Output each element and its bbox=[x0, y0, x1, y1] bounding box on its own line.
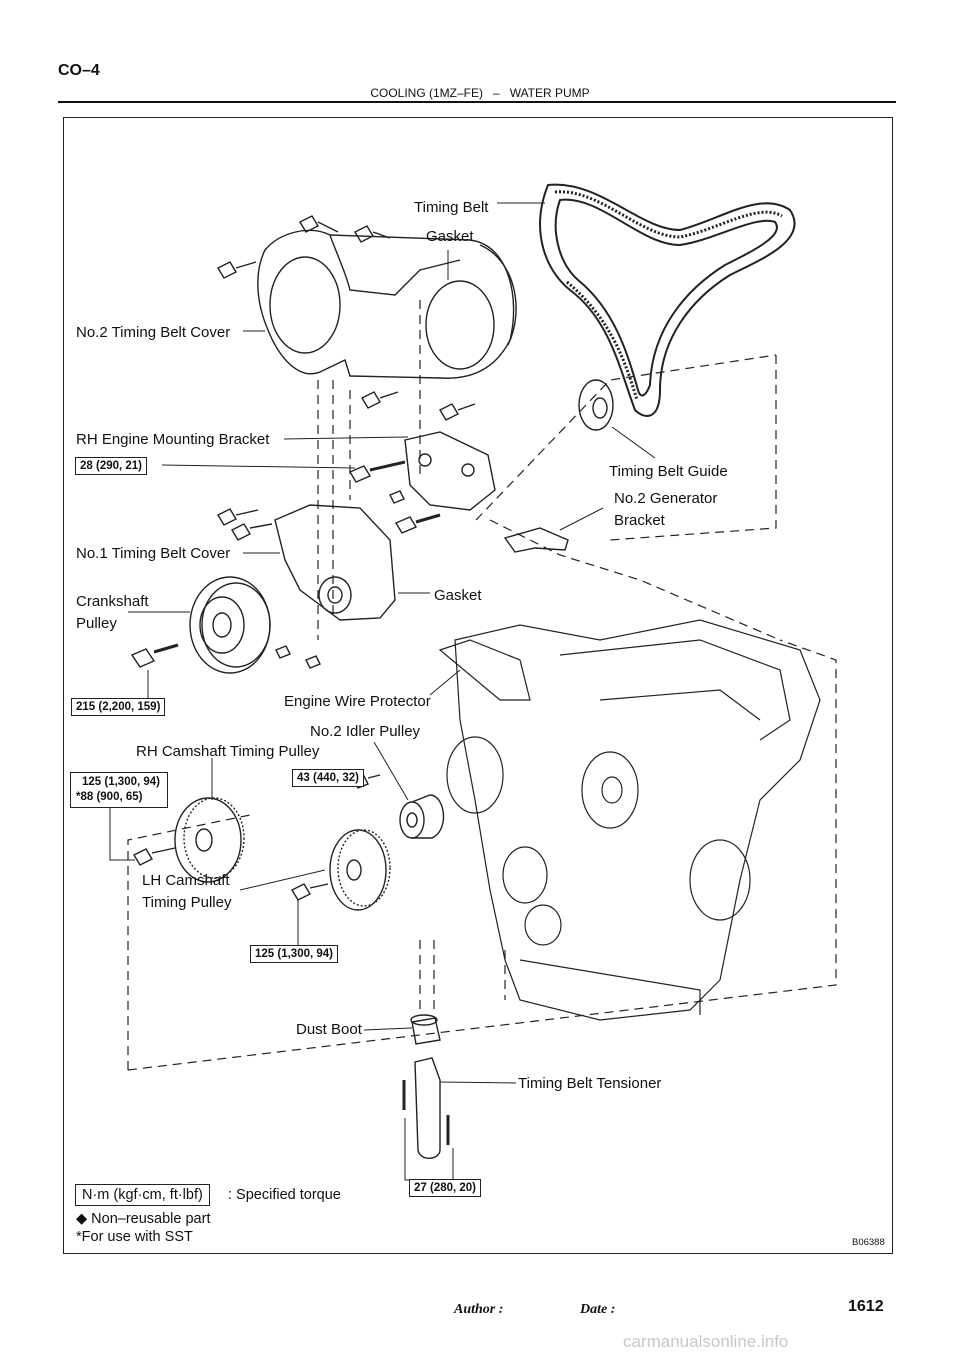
torque-27: 27 (280, 20) bbox=[409, 1179, 482, 1197]
label-no1-timing-belt-cover: No.1 Timing Belt Cover bbox=[76, 545, 231, 562]
figure-frame bbox=[63, 117, 893, 1254]
label-no2-timing-belt-cover: No.2 Timing Belt Cover bbox=[76, 324, 231, 341]
torque-125-lh: 125 (1,300, 94) bbox=[250, 945, 339, 963]
legend-unit-box: N·m (kgf·cm, ft·lbf) bbox=[75, 1184, 210, 1206]
label-no2-generator-bracket-line2: Bracket bbox=[614, 512, 665, 529]
section-title: COOLING (1MZ–FE)–WATER PUMP bbox=[0, 86, 960, 100]
torque-125-rh-line1: 125 (1,300, 94) bbox=[82, 776, 161, 788]
page-code: CO–4 bbox=[58, 62, 100, 79]
section-separator: – bbox=[493, 86, 500, 100]
label-timing-belt: Timing Belt bbox=[414, 199, 489, 216]
footer-date: Date : bbox=[580, 1302, 616, 1317]
label-rh-engine-mounting-bracket: RH Engine Mounting Bracket bbox=[76, 431, 270, 448]
label-lh-camshaft-line1: LH Camshaft bbox=[142, 872, 230, 889]
legend-sst: *For use with SST bbox=[76, 1229, 193, 1245]
no2-timing-belt-cover bbox=[257, 229, 517, 379]
rh-camshaft-timing-pulley bbox=[133, 797, 245, 883]
torque-43: 43 (440, 32) bbox=[292, 769, 365, 787]
timing-belt bbox=[539, 183, 796, 417]
legend-unit-description: : Specified torque bbox=[228, 1187, 341, 1203]
header-rule bbox=[58, 101, 896, 103]
label-timing-belt-tensioner: Timing Belt Tensioner bbox=[518, 1075, 662, 1092]
timing-belt-guide bbox=[578, 379, 614, 431]
figure-code: B06388 bbox=[852, 1237, 885, 1248]
label-no2-generator-bracket-line1: No.2 Generator bbox=[614, 490, 718, 507]
rh-engine-mounting-bracket bbox=[348, 431, 496, 534]
label-engine-wire-protector: Engine Wire Protector bbox=[284, 693, 431, 710]
label-crankshaft-pulley: Crankshaft Pulley bbox=[76, 591, 149, 635]
label-lh-camshaft-line2: Timing Pulley bbox=[142, 894, 232, 911]
label-crankshaft-pulley-line2: Pulley bbox=[76, 615, 117, 632]
subsection-name: WATER PUMP bbox=[509, 86, 590, 100]
label-no2-generator-bracket: No.2 Generator Bracket bbox=[614, 488, 717, 532]
label-dust-boot: Dust Boot bbox=[296, 1021, 362, 1038]
label-rh-camshaft-timing-pulley: RH Camshaft Timing Pulley bbox=[136, 743, 320, 760]
leader-lines bbox=[109, 202, 656, 1181]
cover-bolts bbox=[217, 215, 476, 421]
torque-125-rh-line2: *88 (900, 65) bbox=[76, 791, 143, 803]
engine-block bbox=[438, 619, 821, 1021]
no2-generator-bracket bbox=[503, 527, 569, 553]
footer-author: Author : bbox=[454, 1302, 504, 1317]
watermark: carmanualsonline.info bbox=[623, 1332, 789, 1351]
label-gasket-top: Gasket bbox=[426, 228, 474, 245]
torque-215: 215 (2,200, 159) bbox=[71, 698, 166, 716]
section-name: COOLING (1MZ–FE) bbox=[370, 86, 483, 100]
no1-timing-belt-cover bbox=[217, 504, 396, 621]
lh-camshaft-timing-pulley bbox=[291, 829, 391, 911]
timing-belt-tensioner bbox=[402, 1014, 450, 1159]
label-gasket-mid: Gasket bbox=[434, 587, 482, 604]
label-crankshaft-pulley-line1: Crankshaft bbox=[76, 593, 149, 610]
label-timing-belt-guide: Timing Belt Guide bbox=[609, 463, 728, 480]
torque-125-rh: 125 (1,300, 94) *88 (900, 65) bbox=[70, 772, 168, 808]
torque-28: 28 (290, 21) bbox=[75, 457, 148, 475]
page-number: 1612 bbox=[848, 1298, 884, 1315]
label-no2-idler-pulley: No.2 Idler Pulley bbox=[310, 723, 421, 740]
legend-nonreusable: ◆ Non–reusable part bbox=[76, 1211, 211, 1227]
label-lh-camshaft-timing-pulley: LH Camshaft Timing Pulley bbox=[142, 870, 231, 914]
crankshaft-pulley bbox=[130, 576, 321, 674]
